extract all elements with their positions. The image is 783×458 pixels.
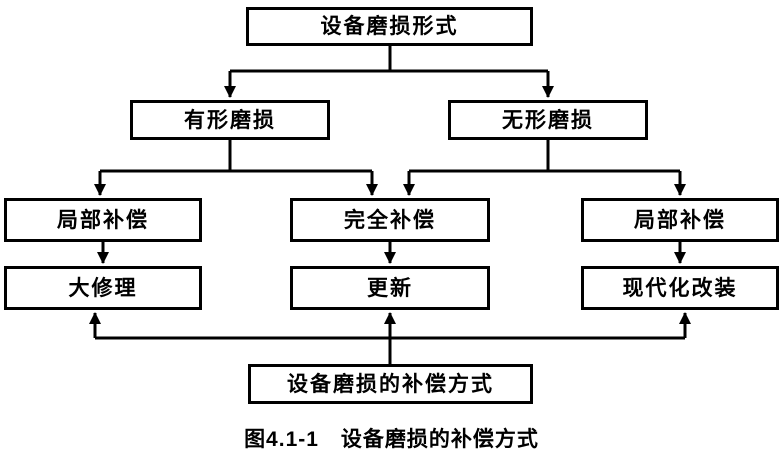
node-equipment-wear-forms: 设备磨损形式 xyxy=(246,7,533,46)
node-modernization-retrofit: 现代化改装 xyxy=(581,266,779,310)
node-partial-compensation-right: 局部补偿 xyxy=(581,198,779,242)
node-intangible-wear: 无形磨损 xyxy=(448,100,648,140)
node-complete-compensation: 完全补偿 xyxy=(290,198,490,242)
node-renewal: 更新 xyxy=(290,266,490,310)
node-tangible-wear: 有形磨损 xyxy=(130,100,330,140)
node-major-repair: 大修理 xyxy=(4,266,202,310)
figure-caption: 图4.1-1 设备磨损的补偿方式 xyxy=(244,428,539,451)
node-wear-compensation-methods: 设备磨损的补偿方式 xyxy=(248,364,533,404)
node-partial-compensation-left: 局部补偿 xyxy=(4,198,202,242)
